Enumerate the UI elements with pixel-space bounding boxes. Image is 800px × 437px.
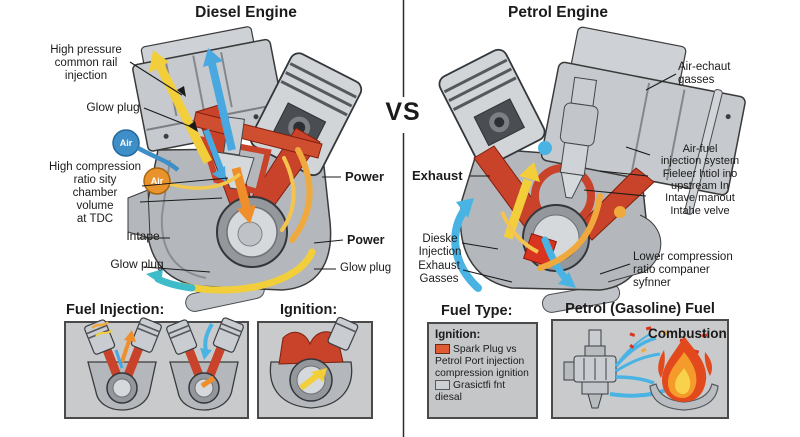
fuel-injection-panel-title: Fuel Injection:: [66, 302, 165, 318]
spark-plug-swatch: [435, 343, 450, 354]
label-glow-plug-left: Glow plug: [110, 257, 164, 271]
label-lower-compression: Lower compression ratio companer syfnner: [633, 251, 733, 289]
air-blue-badge-circle: [112, 129, 140, 157]
air-orange-badge-circle: [143, 167, 171, 195]
flame-icon: [649, 336, 719, 411]
label-high-pressure-injection: High pressure common rail injection: [50, 44, 122, 82]
diesel-fuel-arrow: [149, 50, 213, 165]
label-diesel-injection: Dieske Injection: [418, 233, 462, 258]
air-blue-badge: Air: [119, 138, 133, 148]
diesel-swatch: [435, 380, 450, 391]
diesel-air-arrow: [203, 48, 236, 182]
air-orange-badge: Air: [150, 176, 164, 186]
petrol-engine-illustration: [438, 26, 746, 313]
diesel-leader-lines: [129, 61, 344, 273]
ignition-panel: [257, 316, 373, 419]
label-exhaust: Exhaust: [412, 168, 463, 183]
fuel-injection-panel: [64, 317, 249, 419]
label-air-exhaust-gasses: Air-echaut gasses: [678, 61, 731, 86]
label-exhaust-gasses: Exhaust Gasses: [418, 260, 460, 285]
legend-title: Ignition:: [435, 329, 481, 341]
petrol-fuel-panel-title: Petrol (Gasoline) Fuel: [565, 301, 715, 317]
legend-item-diesel: Grasictfi fnt diesal: [435, 379, 506, 404]
diesel-exhaust-curve-arrow: [146, 248, 316, 294]
petrol-leader-lines: [461, 73, 677, 283]
label-intake: Intape: [126, 229, 160, 243]
petrol-injector-assembly: [559, 76, 599, 199]
label-air-fuel-system: Air-fuel injection system Fieleer htiol …: [660, 143, 740, 217]
label-power-upper: Power: [345, 169, 385, 184]
combustion-label: Combustion: [648, 326, 727, 341]
label-glow-plug-top: Glow plug: [86, 100, 140, 114]
ignition-panel-title: Ignition:: [280, 302, 338, 318]
petrol-intake-curve-arrow: [451, 198, 482, 292]
label-power-lower: Power: [347, 233, 385, 247]
fuel-spray: [609, 333, 667, 398]
ignition-legend: Ignition: Spark Plug vs Petrol Port inje…: [427, 322, 538, 419]
diesel-engine-illustration: [112, 26, 363, 312]
fuel-type-panel-title: Fuel Type:: [441, 303, 513, 319]
legend-item-spark: Spark Plug vs Petrol Port injection comp…: [435, 343, 529, 379]
diesel-title: Diesel Engine: [195, 4, 297, 21]
injector-icon: [563, 329, 617, 409]
petrol-fuel-panel: [551, 319, 729, 419]
label-high-compression: High compression ratio sity chamber volu…: [48, 161, 142, 225]
label-glow-plug-right: Glow plug: [340, 262, 392, 274]
petrol-title: Petrol Engine: [508, 4, 608, 21]
vs-label: VS: [385, 98, 421, 126]
